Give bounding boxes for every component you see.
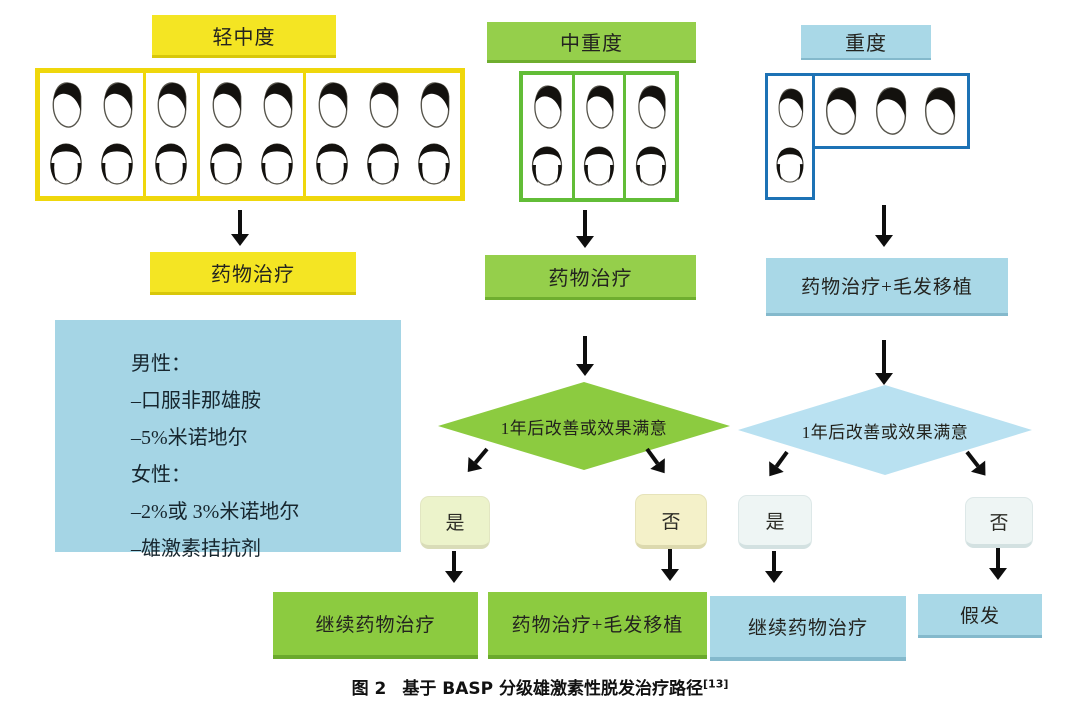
branch-chip-moderate-no: 否 bbox=[635, 494, 707, 549]
head-group bbox=[40, 73, 143, 196]
side-view-head-icon bbox=[527, 80, 567, 134]
arrow-down-icon bbox=[765, 551, 783, 583]
head-figure-column bbox=[40, 73, 91, 196]
arrow-down-left-icon bbox=[460, 443, 494, 478]
branch-chip-severe-no: 否 bbox=[965, 497, 1033, 548]
head-figure-column bbox=[91, 73, 142, 196]
top-view-head-icon bbox=[362, 136, 404, 192]
head-group bbox=[523, 75, 572, 198]
head-figure-column bbox=[626, 75, 675, 198]
head-figure-column bbox=[200, 73, 251, 196]
head-figure-column bbox=[146, 73, 197, 196]
outcome-box-continue-drug-severe: 继续药物治疗 bbox=[710, 596, 906, 661]
top-view-head-icon bbox=[150, 136, 192, 192]
top-view-head-icon bbox=[579, 139, 619, 193]
side-view-head-icon bbox=[205, 77, 247, 133]
arrow-down-icon bbox=[576, 336, 594, 376]
side-view-head-icon bbox=[311, 77, 353, 133]
arrow-down-left-icon bbox=[762, 447, 794, 482]
arrow-down-icon bbox=[576, 210, 594, 248]
figure-caption-label: 图 2 bbox=[351, 679, 387, 699]
side-view-head-icon bbox=[413, 77, 455, 133]
side-view-head-icon bbox=[362, 77, 404, 133]
branch-chip-severe-yes: 是 bbox=[738, 495, 812, 549]
info-line-male-minoxidil: –5%米诺地尔 bbox=[131, 427, 248, 449]
top-view-head-icon bbox=[311, 136, 353, 192]
side-view-head-icon bbox=[579, 80, 619, 134]
arrow-down-right-icon bbox=[960, 446, 993, 482]
side-view-head-icon bbox=[256, 77, 298, 133]
treatment-box-moderate: 药物治疗 bbox=[485, 255, 696, 300]
top-view-head-icon bbox=[45, 136, 87, 192]
side-view-head-icon bbox=[96, 77, 138, 133]
arrow-down-icon bbox=[875, 340, 893, 385]
side-view-head-icon bbox=[631, 80, 671, 134]
outcome-box-drug-plus-transplant: 药物治疗+毛发移植 bbox=[488, 592, 707, 659]
top-view-head-icon bbox=[772, 139, 808, 191]
side-view-head-icon bbox=[917, 80, 961, 142]
side-view-head-icon bbox=[150, 77, 192, 133]
head-group bbox=[197, 73, 303, 196]
side-view-head-icon bbox=[818, 80, 862, 142]
top-view-head-icon bbox=[96, 136, 138, 192]
basp-panel-moderate bbox=[519, 71, 679, 202]
side-view-head-icon bbox=[45, 77, 87, 133]
arrow-down-icon bbox=[989, 548, 1007, 580]
top-view-head-icon bbox=[527, 139, 567, 193]
treatment-box-severe: 药物治疗+毛发移植 bbox=[766, 258, 1008, 316]
head-group bbox=[623, 75, 675, 198]
head-figure-column bbox=[306, 73, 357, 196]
head-figure-column bbox=[409, 73, 460, 196]
head-figure-column bbox=[357, 73, 408, 196]
top-view-head-icon bbox=[205, 136, 247, 192]
head-figure-column bbox=[575, 75, 624, 198]
arrow-down-icon bbox=[875, 205, 893, 247]
info-line-female-antiandrogen: –雄激素拮抗剂 bbox=[131, 538, 261, 560]
top-view-head-icon bbox=[256, 136, 298, 192]
severity-label-mild: 轻中度 bbox=[152, 15, 336, 58]
basp-panel-severe-left-column bbox=[765, 73, 815, 200]
head-figure-column bbox=[523, 75, 572, 198]
top-view-head-icon bbox=[631, 139, 671, 193]
medication-info-box: 男性： –口服非那雄胺 –5%米诺地尔 女性： –2%或 3%米诺地尔 –雄激素… bbox=[55, 320, 401, 560]
info-line-male-title: 男性： bbox=[131, 353, 191, 375]
side-view-head-icon bbox=[868, 80, 912, 142]
head-group bbox=[571, 75, 624, 198]
severity-label-severe: 重度 bbox=[801, 25, 931, 60]
treatment-box-mild: 药物治疗 bbox=[150, 252, 356, 295]
head-group bbox=[302, 73, 460, 196]
figure-caption: 图 2 基于 BASP 分级雄激素性脱发治疗路径[13] bbox=[0, 674, 1080, 699]
severity-label-moderate: 中重度 bbox=[487, 22, 696, 63]
figure-caption-text: 基于 BASP 分级雄激素性脱发治疗路径 bbox=[402, 679, 704, 699]
side-view-head-icon bbox=[772, 82, 808, 134]
outcome-box-continue-drug-moderate: 继续药物治疗 bbox=[273, 592, 478, 659]
branch-chip-moderate-yes: 是 bbox=[420, 496, 490, 549]
top-view-head-icon bbox=[413, 136, 455, 192]
head-group bbox=[142, 73, 197, 196]
arrow-down-icon bbox=[661, 549, 679, 581]
info-line-female-title: 女性： bbox=[131, 464, 191, 486]
info-line-female-minoxidil: –2%或 3%米诺地尔 bbox=[131, 501, 300, 523]
outcome-box-wig: 假发 bbox=[918, 594, 1042, 638]
basp-panel-severe-top-row bbox=[812, 73, 970, 149]
head-figure-column bbox=[252, 73, 303, 196]
info-line-male-finasteride: –口服非那雄胺 bbox=[131, 390, 261, 412]
figure-caption-ref: [13] bbox=[703, 677, 729, 691]
arrow-down-icon bbox=[231, 210, 249, 246]
basp-panel-mild bbox=[35, 68, 465, 201]
basp-panel-severe bbox=[765, 73, 975, 200]
arrow-down-icon bbox=[445, 551, 463, 583]
